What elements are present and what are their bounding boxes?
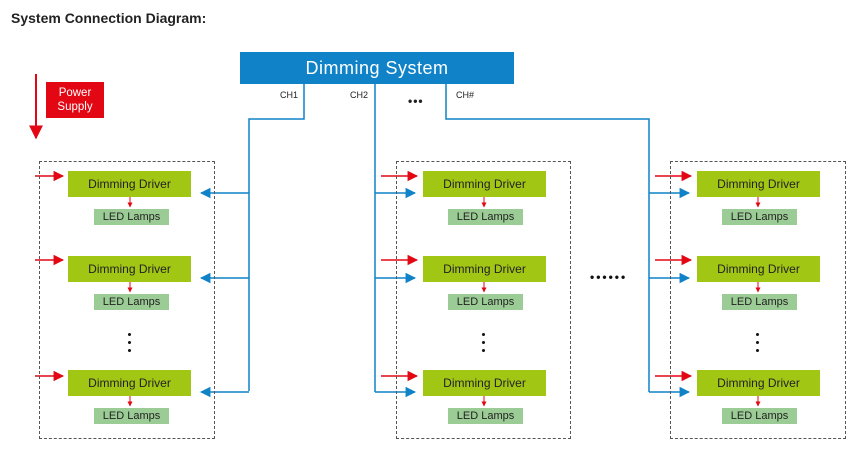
dimming-driver: Dimming Driver	[697, 256, 820, 282]
led-lamps: LED Lamps	[448, 209, 523, 225]
diagram-title: System Connection Diagram:	[11, 10, 207, 26]
dimming-driver: Dimming Driver	[423, 256, 546, 282]
dimming-driver: Dimming Driver	[68, 370, 191, 396]
driver-group-1	[39, 161, 215, 439]
dimming-system-box: Dimming System	[240, 52, 514, 84]
led-lamps: LED Lamps	[94, 408, 169, 424]
channel-label-chn: CH#	[456, 90, 475, 100]
led-lamps: LED Lamps	[448, 294, 523, 310]
channel-label-ch1: CH1	[280, 90, 299, 100]
vertical-ellipsis	[128, 333, 132, 357]
chn-wire	[445, 84, 691, 398]
led-lamps: LED Lamps	[94, 209, 169, 225]
more-groups-ellipsis: ••••••	[590, 270, 628, 284]
vertical-ellipsis	[482, 333, 486, 357]
channel-ellipsis: •••	[408, 94, 424, 108]
driver-group-2	[396, 161, 571, 439]
led-lamps: LED Lamps	[722, 209, 797, 225]
dimming-driver: Dimming Driver	[423, 370, 546, 396]
led-lamps: LED Lamps	[448, 408, 523, 424]
led-lamps: LED Lamps	[722, 294, 797, 310]
dimming-driver: Dimming Driver	[423, 171, 546, 197]
dimming-driver: Dimming Driver	[68, 171, 191, 197]
dimming-driver: Dimming Driver	[697, 171, 820, 197]
ch2-wire	[374, 84, 417, 398]
dimming-driver: Dimming Driver	[68, 256, 191, 282]
channel-label-ch2: CH2	[350, 90, 369, 100]
vertical-ellipsis	[756, 333, 760, 357]
dimming-driver: Dimming Driver	[697, 370, 820, 396]
led-lamps: LED Lamps	[722, 408, 797, 424]
ch1-wire	[199, 84, 305, 398]
driver-to-lamp-arrows	[127, 197, 761, 407]
power-supply-line2: Supply	[57, 101, 93, 113]
power-supply-label: Power Supply	[46, 82, 104, 118]
led-lamps: LED Lamps	[94, 294, 169, 310]
driver-group-3	[670, 161, 846, 439]
power-supply-line1: Power	[58, 87, 92, 99]
